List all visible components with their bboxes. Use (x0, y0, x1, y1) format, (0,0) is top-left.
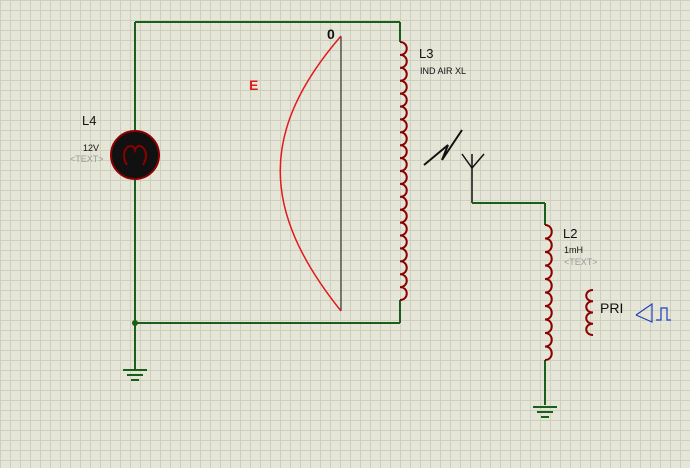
pulse-generator-icon[interactable] (635, 302, 671, 323)
primary-coil[interactable] (585, 289, 594, 336)
main-loop-wires (134, 21, 401, 370)
lamp-l4[interactable] (110, 130, 160, 180)
inductor-l3[interactable] (399, 41, 408, 301)
lamp-value-label: 12V (83, 143, 99, 153)
primary-label: PRI (600, 300, 623, 316)
spark-icon (423, 129, 463, 166)
antenna-icon (461, 153, 485, 203)
field-zero-label: 0 (327, 26, 335, 42)
field-curve (279, 35, 342, 312)
l2-text-label: <TEXT> (564, 257, 598, 267)
junction-dot (132, 320, 138, 326)
l2-ref-label: L2 (563, 226, 577, 241)
field-label-e: E (249, 77, 258, 93)
lamp-text-label: <TEXT> (70, 154, 104, 164)
secondary-wires (472, 202, 546, 405)
inductor-l2[interactable] (544, 224, 553, 361)
l3-ref-label: L3 (419, 46, 433, 61)
ground-icon (533, 406, 557, 418)
l2-value-label: 1mH (564, 245, 583, 255)
lamp-ref-label: L4 (82, 113, 96, 128)
l3-value-label: IND AIR XL (420, 66, 466, 76)
ground-icon (123, 369, 147, 381)
